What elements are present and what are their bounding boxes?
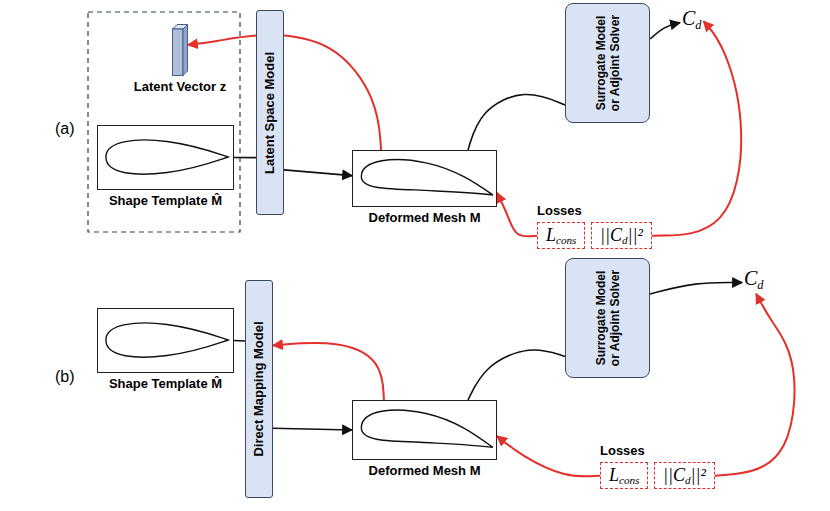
latent-group-outline — [88, 12, 240, 232]
text-run: C — [744, 267, 757, 289]
airfoil-drawing — [353, 151, 496, 206]
vector-prism — [172, 24, 188, 76]
text-run: ||² — [690, 465, 705, 485]
gradient-arrow — [497, 193, 537, 237]
shape-panel: Deformed Mesh M — [352, 150, 497, 225]
flow-arrow — [273, 428, 352, 430]
flow-arrow — [650, 23, 680, 39]
loss-box: Lcons — [600, 462, 648, 489]
shape-caption: Latent Vector z — [134, 79, 226, 94]
vector-bar — [172, 24, 188, 76]
subscript: d — [685, 474, 691, 486]
subscript: cons — [556, 234, 576, 246]
subscript: d — [757, 278, 763, 292]
airfoil-drawing — [98, 309, 233, 372]
prism-front — [173, 29, 184, 76]
loss-term: ||Cd||² — [663, 465, 706, 486]
loss-term: ||Cd||² — [600, 225, 643, 246]
shape-caption: Shape Template M̂ — [109, 376, 222, 391]
subscript: d — [622, 234, 628, 246]
model-box: Surrogate Model or Adjoint Solver — [565, 258, 650, 378]
model-box: Surrogate Model or Adjoint Solver — [565, 3, 650, 123]
flow-arrow — [234, 340, 245, 342]
latent-vector: Latent Vector z — [125, 24, 235, 94]
loss-box: ||Cd||² — [654, 462, 715, 489]
flow-arrow — [650, 282, 742, 294]
model-label: Surrogate Model or Adjoint Solver — [593, 266, 622, 370]
loss-term: Lcons — [546, 225, 576, 246]
model-box: Direct Mapping Model — [245, 280, 273, 498]
loss-term: Lcons — [609, 465, 639, 486]
airfoil-frame — [97, 125, 234, 190]
text-run: L — [609, 465, 619, 485]
prism-side — [183, 25, 188, 76]
text-run: ||² — [627, 225, 642, 245]
text-run: ||C — [600, 225, 622, 245]
model-label: Direct Mapping Model — [251, 321, 267, 456]
output-value: Cd — [680, 6, 704, 34]
shape-panel: Shape Template M̂ — [97, 125, 234, 208]
subscript: cons — [619, 474, 639, 486]
panel-tag: (b) — [55, 368, 75, 386]
group-heading: Losses — [537, 203, 582, 218]
airfoil-outline — [361, 160, 493, 195]
flow-arrow — [468, 94, 565, 150]
airfoil-frame — [352, 150, 497, 207]
coefficient-symbol: Cd — [680, 6, 704, 34]
airfoil-drawing — [353, 401, 496, 459]
text-run: C — [682, 7, 695, 29]
flow-arrow — [234, 157, 256, 159]
model-label: Latent Space Model — [262, 51, 278, 173]
panel-tag: (a) — [55, 120, 75, 138]
subscript: d — [695, 18, 701, 32]
shape-caption: Deformed Mesh M — [369, 210, 481, 225]
text-run: L — [546, 225, 556, 245]
flow-arrow — [284, 170, 352, 176]
output-value: Cd — [742, 266, 766, 294]
shape-caption: Shape Template M̂ — [109, 193, 222, 208]
loss-box: Lcons — [537, 222, 585, 249]
shape-panel: Deformed Mesh M — [352, 400, 497, 478]
gradient-arrow — [715, 294, 795, 476]
airfoil-outline — [106, 140, 228, 174]
airfoil-drawing — [98, 126, 233, 189]
gradient-arrow — [273, 343, 384, 400]
flow-arrow — [468, 350, 565, 400]
airfoil-frame — [97, 308, 234, 373]
loss-box: ||Cd||² — [591, 222, 652, 249]
gradient-arrow — [497, 436, 600, 476]
shape-caption: Deformed Mesh M — [369, 463, 481, 478]
model-label: Surrogate Model or Adjoint Solver — [593, 11, 622, 115]
airfoil-outline — [106, 323, 228, 357]
model-box: Latent Space Model — [256, 10, 284, 215]
airfoil-frame — [352, 400, 497, 460]
airfoil-outline — [361, 410, 493, 447]
group-heading: Losses — [600, 443, 645, 458]
text-run: ||C — [663, 465, 685, 485]
shape-panel: Shape Template M̂ — [97, 308, 234, 391]
gradient-arrow — [652, 21, 741, 235]
coefficient-symbol: Cd — [742, 266, 766, 294]
